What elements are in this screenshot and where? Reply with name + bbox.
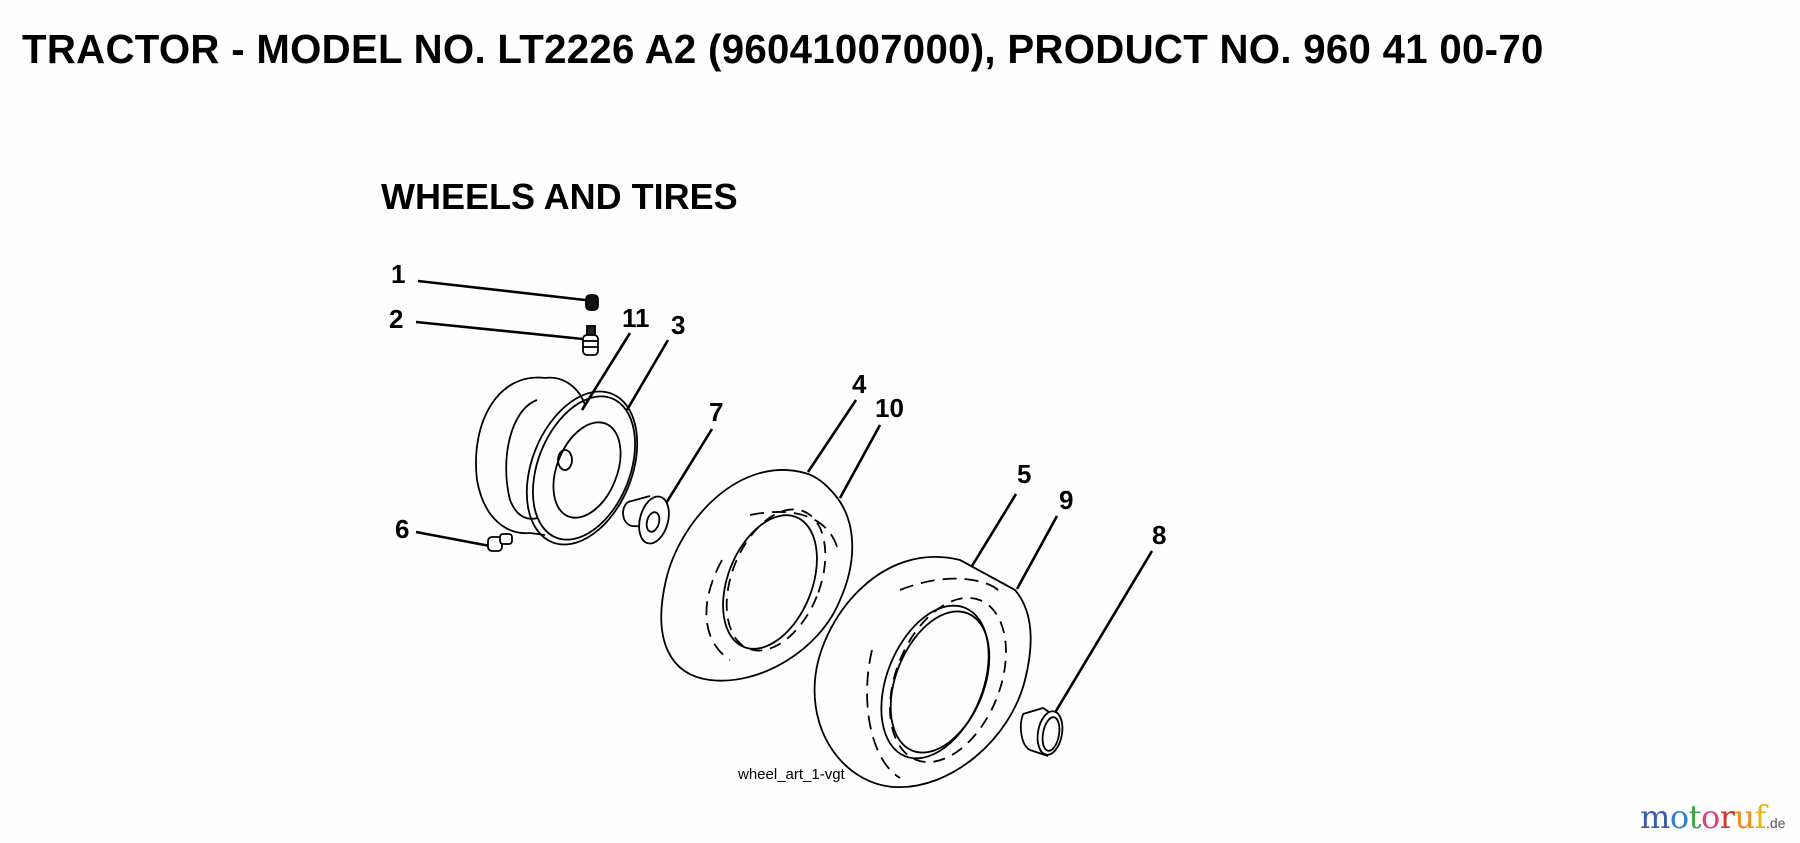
logo-letter: f: [1754, 798, 1767, 836]
leader-lines: [415, 279, 1154, 717]
rim-part: [475, 376, 639, 546]
valve-cap-part: [585, 294, 599, 311]
callout-9[interactable]: 9: [1059, 485, 1074, 515]
bushing-part: [1019, 707, 1064, 757]
valve-stem-part: [582, 325, 599, 356]
callout-8[interactable]: 8: [1152, 520, 1167, 550]
logo-letter: u: [1734, 798, 1756, 836]
callout-2[interactable]: 2: [389, 304, 404, 334]
logo-letter: o: [1669, 798, 1689, 836]
page-title: TRACTOR - MODEL NO. LT2226 A2 (960410070…: [22, 26, 1544, 72]
bearing-flange-part: [622, 495, 670, 545]
front-tire-part: [660, 469, 854, 682]
callout-4[interactable]: 4: [852, 369, 867, 399]
logo-tld: .de: [1765, 815, 1786, 831]
art-id-label: wheel_art_1-vgt: [738, 766, 845, 783]
callout-3[interactable]: 3: [671, 310, 686, 340]
logo-letter: t: [1688, 798, 1702, 836]
grease-fitting-part: [487, 533, 513, 552]
callout-5[interactable]: 5: [1017, 459, 1032, 489]
callout-6[interactable]: 6: [395, 514, 410, 544]
callout-10[interactable]: 10: [875, 393, 904, 423]
callout-1[interactable]: 1: [391, 259, 406, 289]
logo-letter: o: [1700, 798, 1720, 836]
motoruf-logo[interactable]: motoruf.de: [1640, 798, 1785, 836]
callout-11[interactable]: 11: [622, 303, 650, 333]
logo-letter: m: [1640, 798, 1670, 836]
rear-tire-part: [813, 556, 1032, 788]
section-title: WHEELS AND TIRES: [381, 176, 738, 217]
callout-7[interactable]: 7: [709, 397, 724, 427]
logo-letter: r: [1719, 798, 1735, 836]
